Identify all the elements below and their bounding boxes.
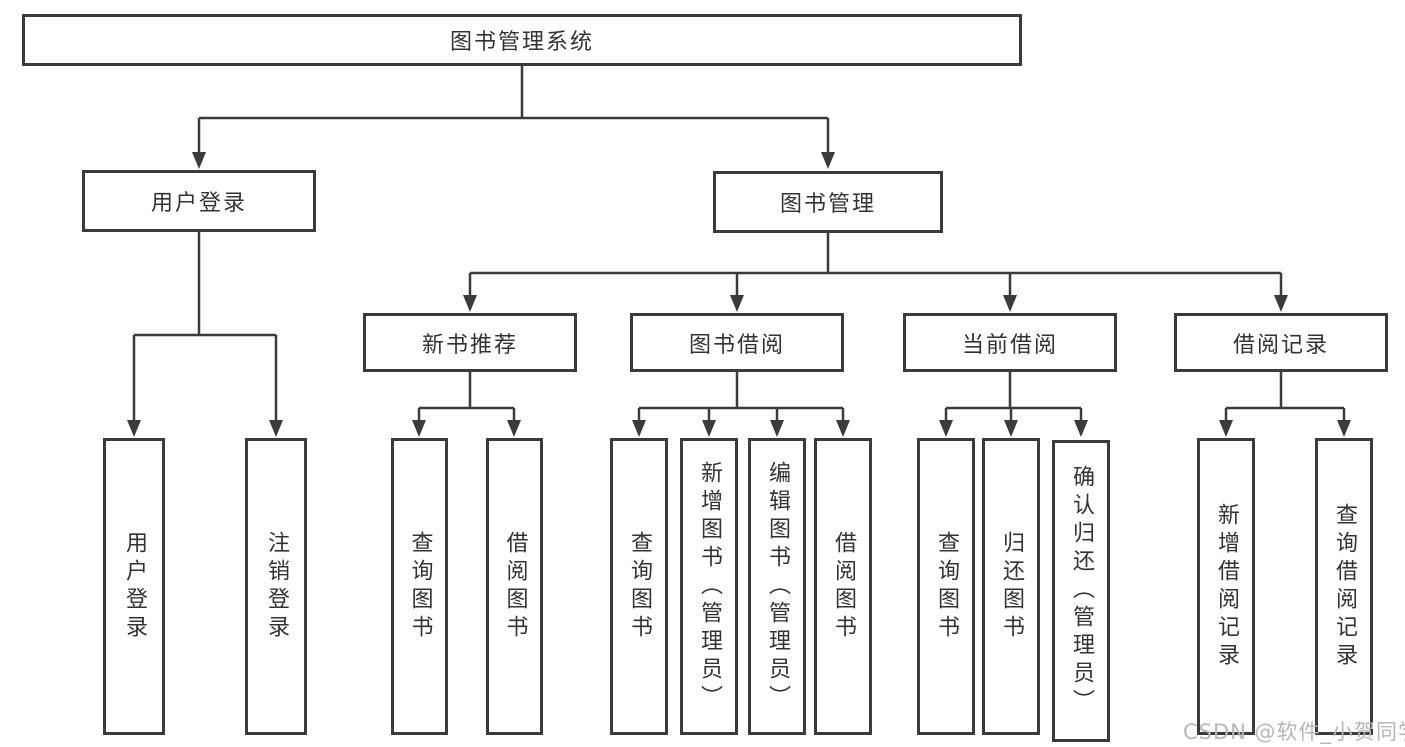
leaf-query-books-borrowing: 查询图书 xyxy=(610,438,668,735)
node-borrowing-records: 借阅记录 xyxy=(1174,313,1388,372)
leaf-borrow-books-borrowing: 借阅图书 xyxy=(814,438,872,735)
leaf-add-book-admin: 新增图书（管理员） xyxy=(680,438,738,735)
leaf-confirm-return-admin: 确认归还（管理员） xyxy=(1052,440,1110,742)
connector-paths xyxy=(132,66,1346,422)
leaf-logout: 注销登录 xyxy=(245,438,307,735)
leaf-query-borrow-record: 查询借阅记录 xyxy=(1315,438,1373,735)
leaf-query-books-current: 查询图书 xyxy=(917,438,975,735)
leaf-return-books: 归还图书 xyxy=(982,438,1040,735)
node-current-borrowing: 当前借阅 xyxy=(903,313,1117,372)
node-user-login: 用户登录 xyxy=(82,170,316,232)
node-root: 图书管理系统 xyxy=(22,14,1022,66)
leaf-add-borrow-record: 新增借阅记录 xyxy=(1197,438,1255,735)
node-book-borrowing: 图书借阅 xyxy=(630,313,844,372)
leaf-borrow-books-recommend: 借阅图书 xyxy=(486,438,543,735)
node-book-management: 图书管理 xyxy=(713,171,943,233)
leaf-user-login: 用户登录 xyxy=(103,438,165,735)
arrowheads xyxy=(127,152,1351,437)
leaf-edit-book-admin: 编辑图书（管理员） xyxy=(748,438,806,735)
leaf-query-books-recommend: 查询图书 xyxy=(391,438,448,735)
node-new-book-recommend: 新书推荐 xyxy=(363,313,577,372)
